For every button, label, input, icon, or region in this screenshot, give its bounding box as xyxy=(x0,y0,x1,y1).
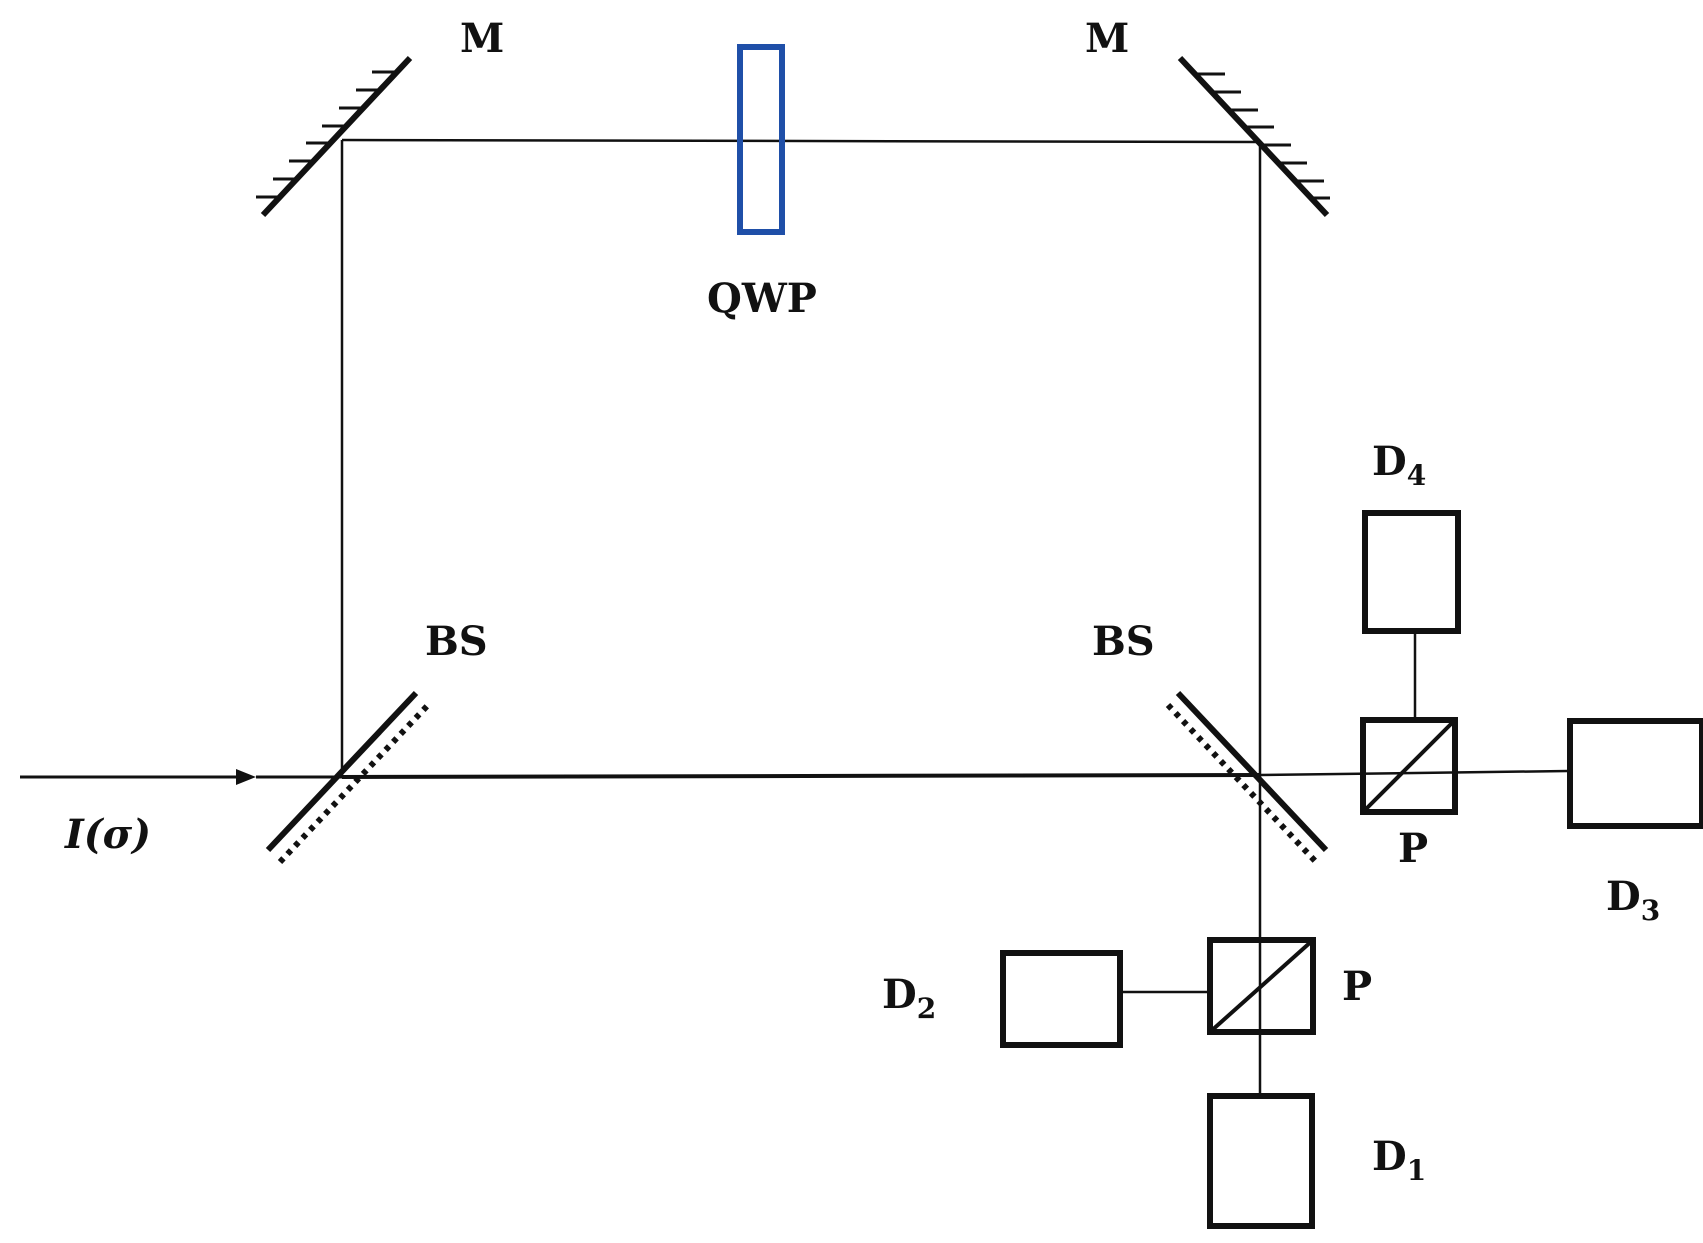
detector-d1-label: D1 xyxy=(1372,1133,1426,1187)
lower-arm-beam xyxy=(341,773,1261,779)
mirror-left xyxy=(256,55,413,218)
beam-splitter-left xyxy=(265,690,431,865)
polarizer-right xyxy=(1360,717,1458,815)
detector-d3 xyxy=(1567,718,1703,829)
output-beam-right xyxy=(1259,769,1569,777)
wave-plate-label: QWP xyxy=(707,275,817,322)
splitter-right-label: BS xyxy=(1092,618,1155,665)
mirror-right xyxy=(1177,55,1330,218)
mirror-left-label: M xyxy=(460,15,504,62)
mirror-right-label: M xyxy=(1085,15,1129,62)
beam-paths xyxy=(20,138,1569,1095)
detector-d1 xyxy=(1207,1093,1315,1229)
input-arrow-icon xyxy=(236,769,256,785)
top-arm-beam xyxy=(341,138,1261,144)
polarizer-right-label: P xyxy=(1398,825,1428,872)
polarizer-bottom xyxy=(1207,937,1316,1035)
detector-d2-label: D2 xyxy=(882,971,936,1025)
quarter-wave-plate xyxy=(737,44,785,235)
input-label: I(σ) xyxy=(64,811,151,858)
detector-d3-label: D3 xyxy=(1606,873,1660,927)
polarizer-bottom-label: P xyxy=(1342,963,1372,1010)
detector-d4 xyxy=(1362,510,1461,634)
splitter-left-label: BS xyxy=(425,618,488,665)
beam-splitter-right xyxy=(1165,690,1329,865)
detector-d4-label: D4 xyxy=(1372,438,1426,492)
detector-d2 xyxy=(1000,950,1123,1048)
